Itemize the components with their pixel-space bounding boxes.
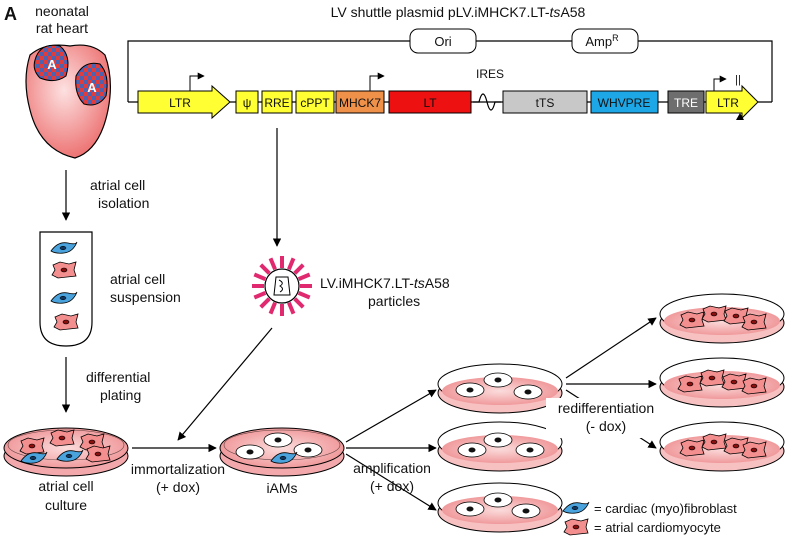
amplified-dish-1 (437, 363, 563, 414)
culture-label-1: atrial cell (38, 478, 93, 494)
culture-dish (3, 427, 129, 477)
psi-label: ψ (243, 96, 252, 110)
cppt-element (295, 90, 335, 114)
amp-box (571, 28, 639, 54)
amplification-label-2: (+ dox) (370, 478, 414, 494)
tre-label: TRE (674, 96, 698, 110)
amplification-label-1: amplification (353, 460, 431, 476)
immortalization-label-2: (+ dox) (156, 479, 200, 495)
heart-label-line2: rat heart (36, 20, 88, 36)
ires-label: IRES (476, 67, 504, 81)
culture-label-2: culture (45, 497, 87, 513)
isolation-label-2: isolation (98, 195, 149, 211)
plating-label-1: differential (86, 369, 150, 385)
ori-box (409, 28, 477, 54)
lt-label: LT (423, 96, 437, 110)
deletion-triangle (736, 113, 744, 120)
heart-illustration: neonatal rat heart A A (25, 3, 111, 159)
tts-label: tTS (536, 96, 555, 110)
redifferentiation-label-1: redifferentiation (558, 400, 654, 416)
lt-element (388, 90, 472, 114)
redifferentiated-dish-1 (659, 293, 785, 344)
whvpre-label: WHVPRE (598, 96, 651, 110)
suspension-tube (39, 231, 93, 347)
whvpre-element (590, 90, 659, 114)
isolation-label-1: atrial cell (90, 177, 145, 193)
mhck7-element (335, 90, 385, 114)
plasmid-map: LV shuttle plasmid pLV.iMHCK7.LT-tsA58 O… (127, 4, 773, 120)
plating-label-2: plating (100, 387, 141, 403)
suspension-label-1: atrial cell (110, 271, 165, 287)
tre-element (667, 90, 705, 114)
iams-label: iAMs (266, 480, 297, 496)
ltr-right-label: LTR (717, 96, 739, 110)
particle-label-line2: particles (368, 293, 420, 309)
legend-cardiomyocyte: = atrial cardiomyocyte (594, 520, 721, 535)
legend-fibroblast: = cardiac (myo)fibroblast (594, 501, 737, 516)
ltr-left-label: LTR (169, 96, 191, 110)
particle-label-line1: LV.iMHCK7.LT-tsA58 (320, 275, 450, 291)
redifferentiated-dish-2 (659, 357, 785, 408)
rre-label: RRE (264, 96, 289, 110)
panel-label: A (4, 4, 17, 24)
redifferentiation-label-2: (- dox) (586, 418, 626, 434)
amplified-dish-2 (437, 421, 563, 472)
legend: = cardiac (myo)fibroblast = atrial cardi… (562, 501, 737, 536)
mhck7-label: MHCK7 (339, 96, 381, 110)
left-atrium (33, 44, 69, 82)
heart-label-line1: neonatal (35, 3, 89, 19)
rre-element (261, 90, 293, 114)
amplified-dish-3 (437, 482, 563, 533)
ori-label: Ori (434, 34, 451, 49)
amp-label: AmpR (585, 33, 619, 49)
tts-element (502, 90, 588, 114)
right-atrium (75, 62, 108, 106)
redifferentiated-dish-3 (659, 421, 785, 472)
iams-dish (219, 427, 345, 477)
immortalization-label-1: immortalization (131, 461, 225, 477)
ltr-left-element (137, 84, 231, 120)
ltr-right-element (705, 84, 759, 120)
psi-element (235, 90, 259, 114)
stop-mark: || (735, 74, 741, 86)
atrium-label-right: A (87, 80, 97, 95)
atrium-label-left: A (47, 57, 57, 72)
plasmid-title: LV shuttle plasmid pLV.iMHCK7.LT-tsA58 (331, 4, 586, 20)
lentiviral-particle (252, 256, 312, 316)
cppt-label: cPPT (300, 96, 330, 110)
suspension-label-2: suspension (110, 289, 181, 305)
ires-element (473, 93, 501, 111)
